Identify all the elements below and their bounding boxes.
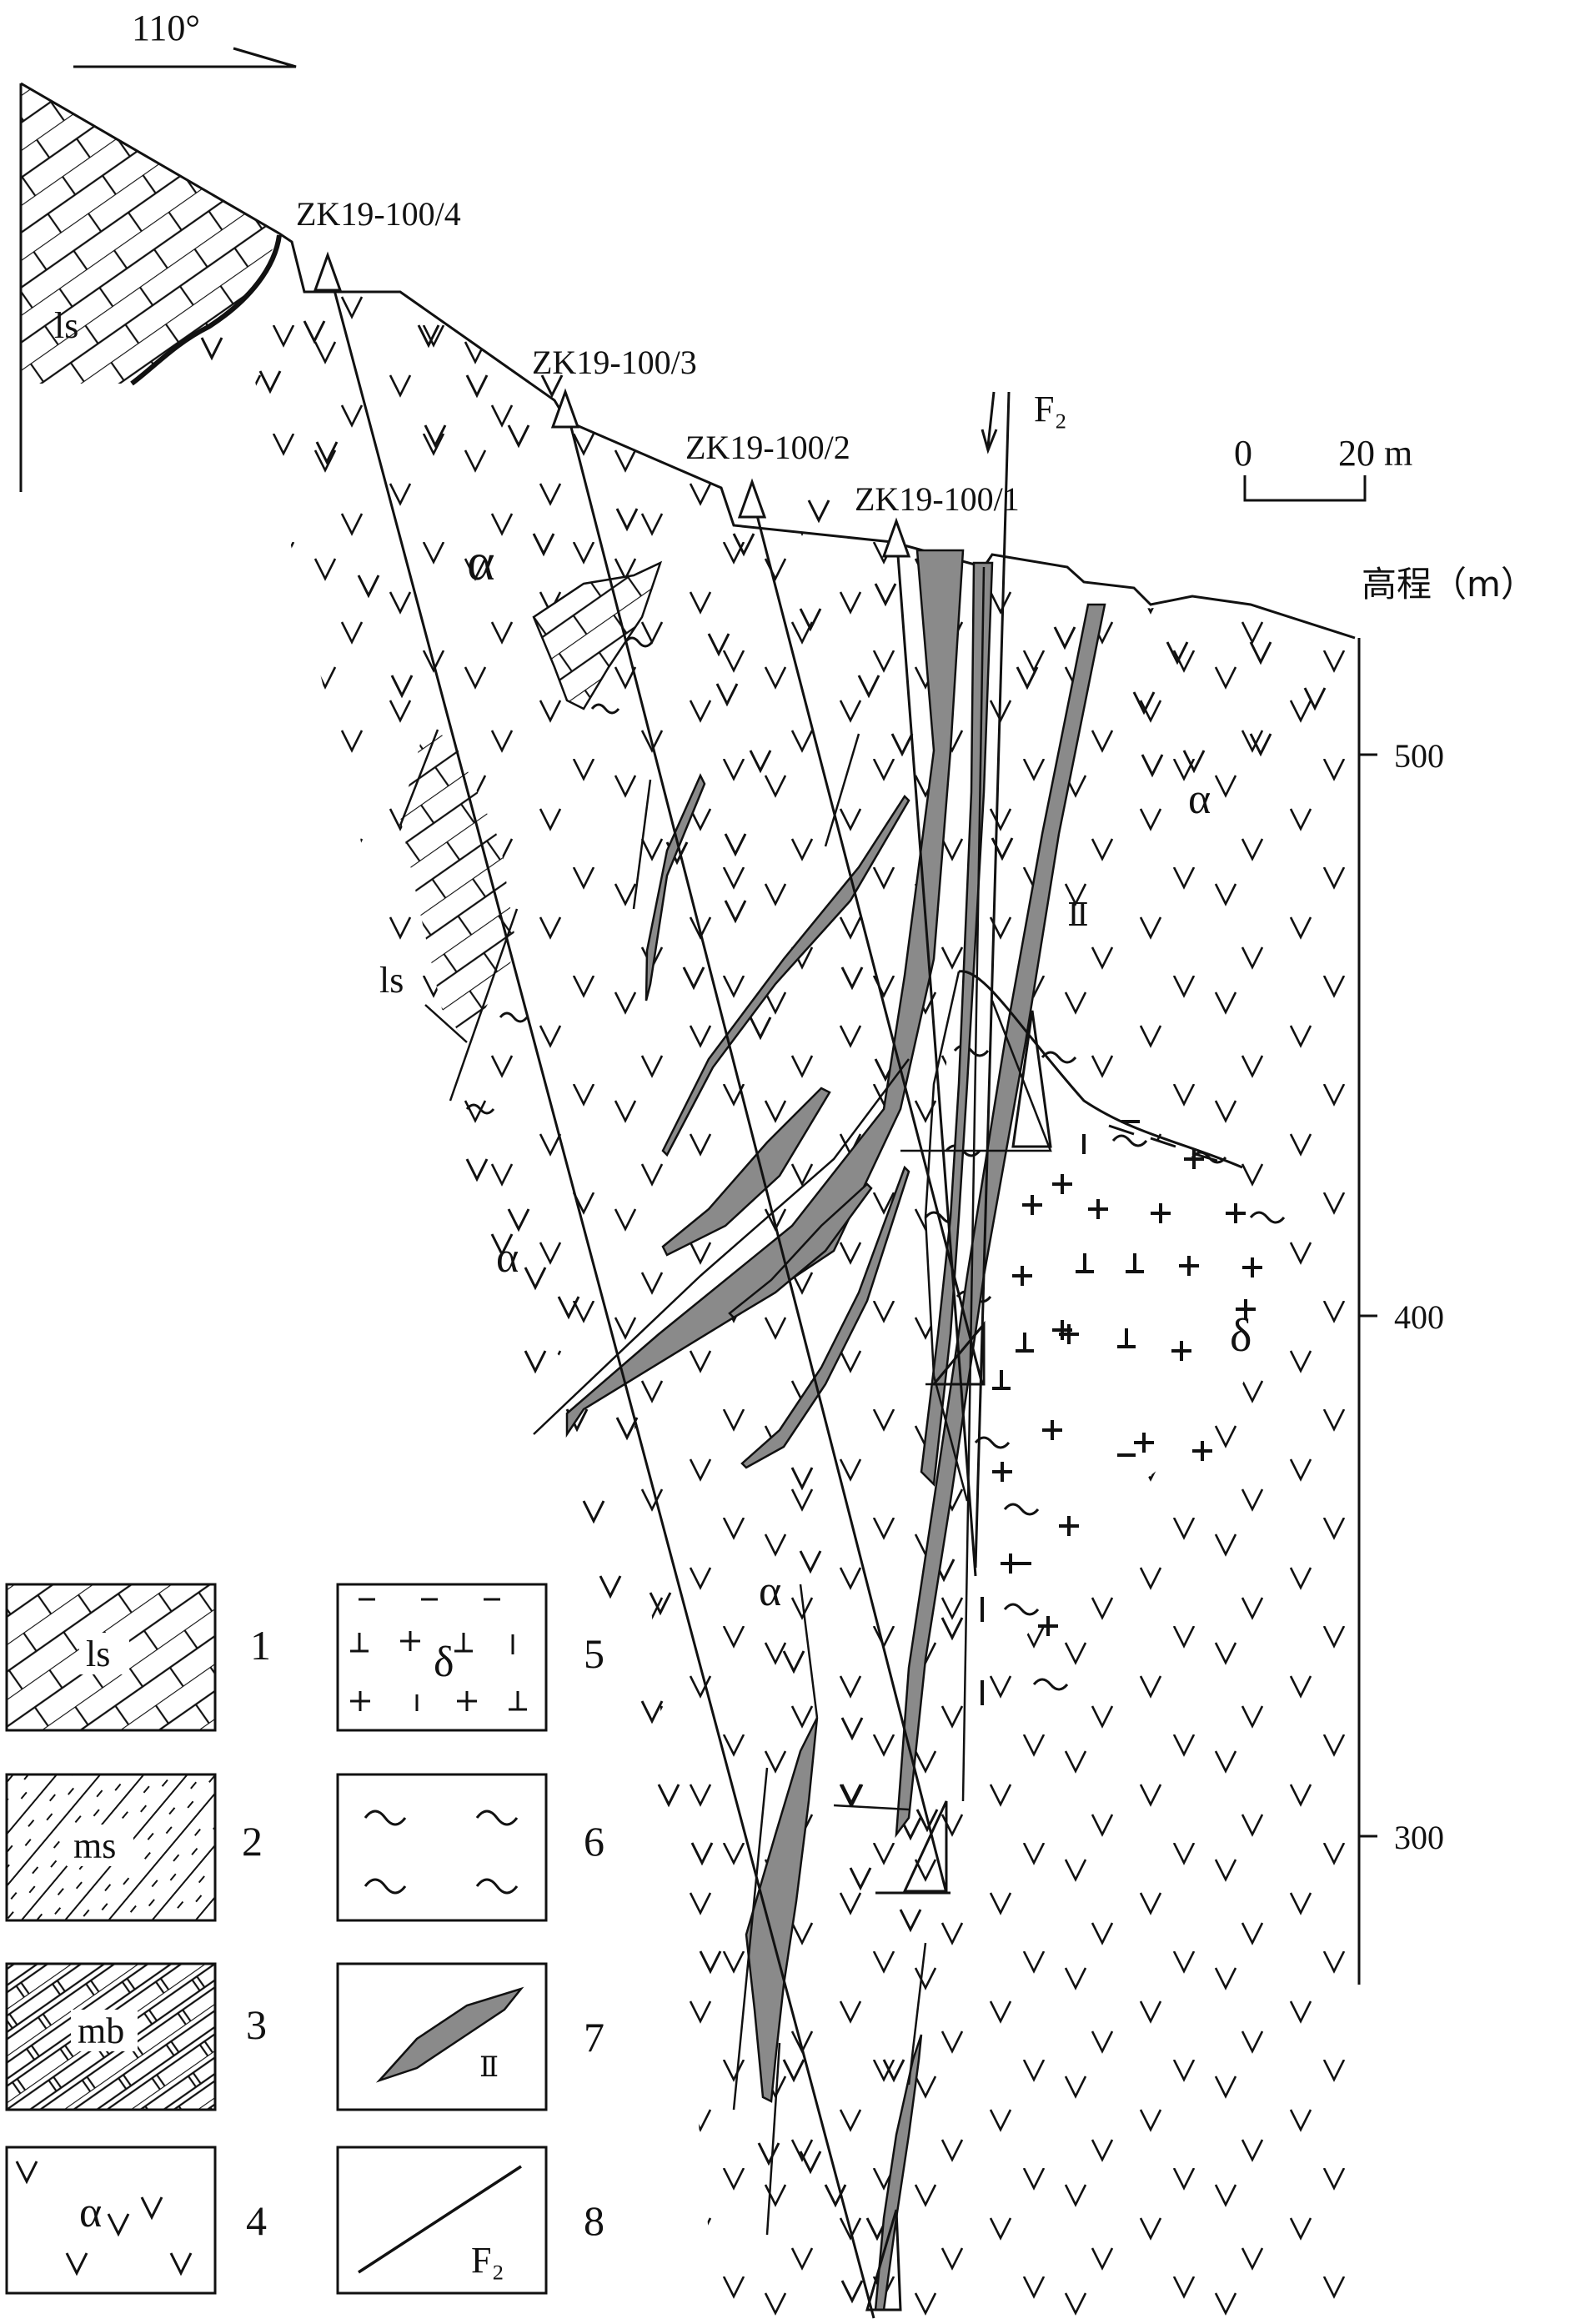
limestone-middle xyxy=(400,725,517,1042)
label-alpha-right: α xyxy=(1188,776,1211,823)
andesite-symbols xyxy=(200,320,1327,2304)
legend: ls 1 ms 2 mb 3 α 4 xyxy=(5,1583,604,2295)
north-arrow-icon xyxy=(73,47,297,68)
legend-number-8: 8 xyxy=(584,2197,604,2244)
label-alpha-top: α xyxy=(467,532,495,591)
legend-code-5: δ xyxy=(434,1639,454,1686)
label-ls-middle: ls xyxy=(379,960,404,1001)
andesite-field xyxy=(250,233,1355,2324)
alteration-icon xyxy=(364,1810,407,1826)
legend-code-8: F₂ xyxy=(471,2240,504,2281)
drill-hole-label-zk1: ZK19-100/1 xyxy=(855,480,1020,518)
legend-item-5: δ 5 xyxy=(336,1583,604,1732)
scale-bar: 0 20 m xyxy=(1234,433,1412,502)
drill-hole-collars xyxy=(313,251,1052,2311)
legend-number-7: 7 xyxy=(584,2014,604,2060)
ore-lens-icon xyxy=(375,1986,524,2083)
fault-arrow-icon xyxy=(981,429,998,454)
collar-zk4-icon xyxy=(313,251,343,292)
elevation-tick-300: 300 xyxy=(1394,1819,1444,1856)
fault-f2 xyxy=(974,391,1011,1569)
legend-item-1: ls 1 xyxy=(5,1583,271,1732)
legend-item-6: 6 xyxy=(336,1773,604,1922)
label-alpha-mid: α xyxy=(496,1234,519,1282)
collar-zk3-icon xyxy=(550,388,580,429)
legend-number-5: 5 xyxy=(584,1630,604,1677)
ore-body-label: Ⅱ xyxy=(1067,898,1089,933)
diorite-body xyxy=(925,971,1267,1668)
drill-hole-label-zk3: ZK19-100/3 xyxy=(532,344,697,381)
legend-item-8: F₂ 8 xyxy=(336,2146,604,2295)
legend-code-2: ms xyxy=(73,1825,116,1866)
section-body: F₂ Ⅱ ls ls α α α α δ ZK19-100/4 ZK19-100… xyxy=(19,82,1356,2324)
elevation-axis-title: 高程（m） xyxy=(1362,564,1536,605)
legend-number-1: 1 xyxy=(250,1622,271,1669)
collar-zk2-icon xyxy=(737,478,767,519)
legend-item-2: ms 2 xyxy=(5,1773,263,1922)
collar-zk1-icon xyxy=(881,517,911,558)
label-alpha-low: α xyxy=(759,1568,781,1615)
legend-item-4: α 4 xyxy=(5,2146,267,2295)
elevation-tick-400: 400 xyxy=(1394,1298,1444,1336)
diorite-symbols xyxy=(981,1120,1262,1705)
legend-item-7: Ⅱ 7 xyxy=(336,1962,604,2111)
legend-code-4: α xyxy=(79,2189,102,2236)
fault-line-icon xyxy=(358,2165,522,2274)
orientation-label: 110° xyxy=(132,8,200,48)
drill-hole-traces xyxy=(326,264,984,2319)
drill-hole-label-zk4: ZK19-100/4 xyxy=(296,195,461,233)
legend-code-3: mb xyxy=(78,2010,124,2051)
legend-number-2: 2 xyxy=(242,1818,263,1865)
alteration-marks xyxy=(465,636,1286,1691)
fault-label: F₂ xyxy=(1034,389,1067,429)
legend-number-4: 4 xyxy=(246,2197,267,2244)
legend-number-3: 3 xyxy=(246,2001,267,2048)
legend-number-6: 6 xyxy=(584,1818,604,1865)
scale-end: 20 m xyxy=(1338,433,1412,474)
drill-hole-label-zk2: ZK19-100/2 xyxy=(685,429,850,466)
label-ls-top: ls xyxy=(54,305,78,346)
elevation-axis: 高程（m） 500 400 300 xyxy=(1357,564,1536,1985)
contact-lines xyxy=(533,566,1052,2236)
orientation-indicator: 110° xyxy=(73,8,297,68)
legend-code-7: Ⅱ xyxy=(479,2052,499,2083)
legend-code-1: ls xyxy=(86,1634,110,1674)
scale-start: 0 xyxy=(1234,433,1252,474)
legend-item-3: mb 3 xyxy=(5,1962,267,2111)
elevation-tick-500: 500 xyxy=(1394,737,1444,775)
label-delta: δ xyxy=(1230,1310,1251,1362)
limestone-upper xyxy=(20,83,279,384)
